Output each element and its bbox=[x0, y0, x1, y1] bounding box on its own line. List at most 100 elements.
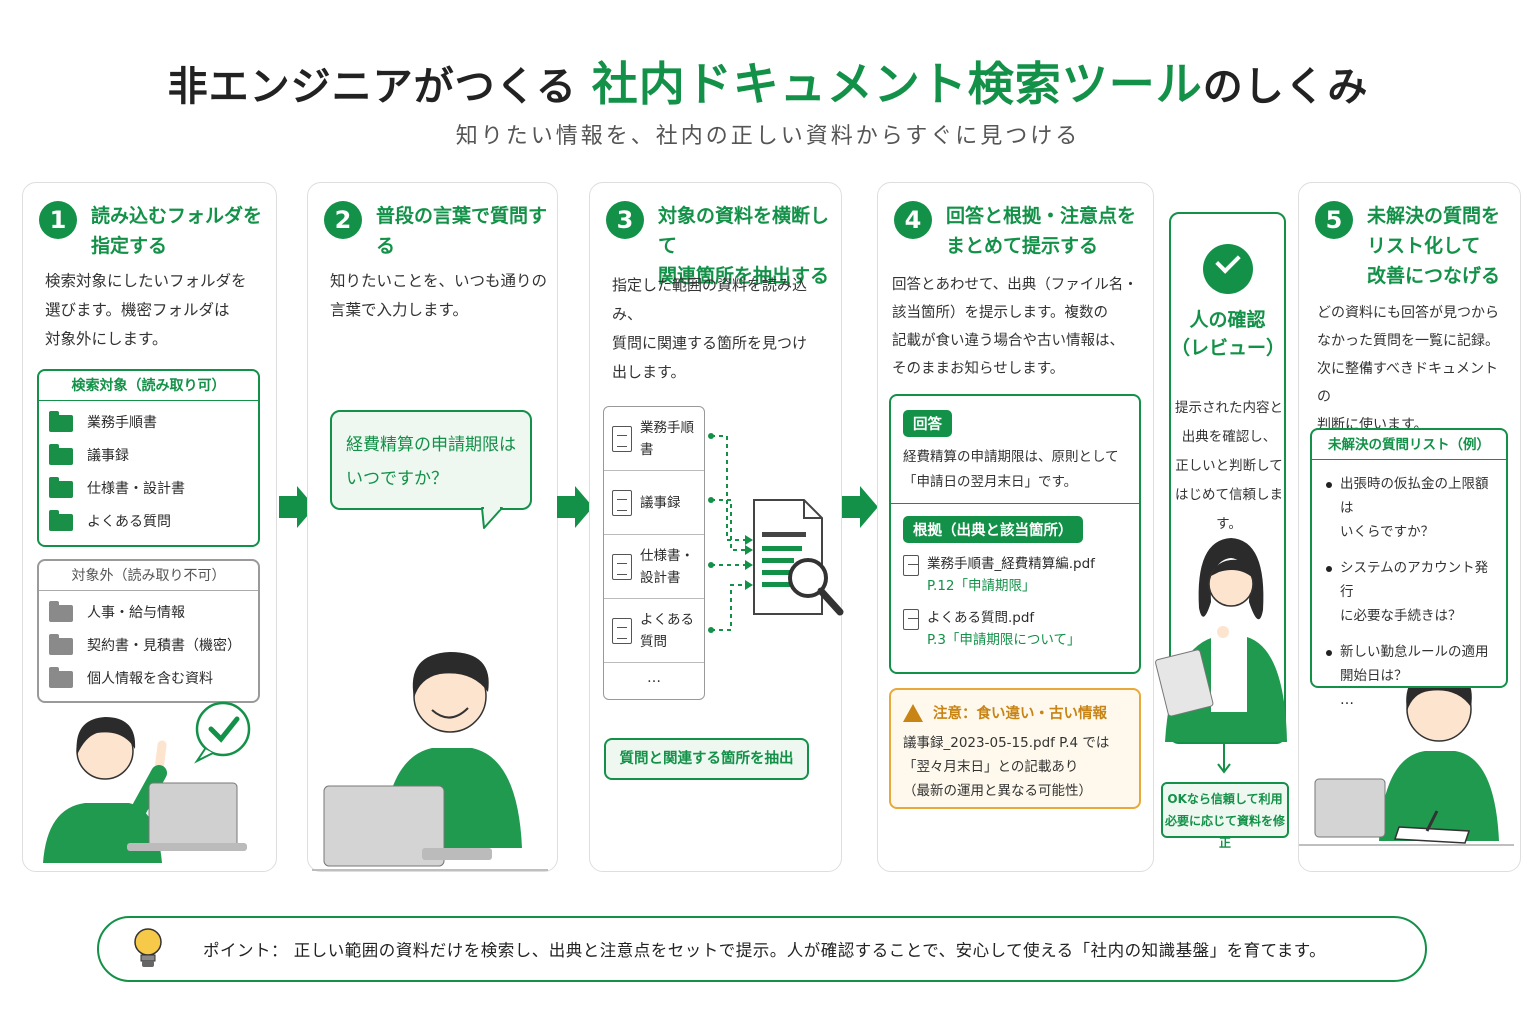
folder-icon bbox=[49, 667, 73, 688]
review-title-line: （レビュー） bbox=[1171, 337, 1286, 359]
step-5-number: 5 bbox=[1315, 201, 1353, 239]
document-icon bbox=[903, 609, 919, 630]
unresolved-list-title: 未解決の質問リスト（例） bbox=[1312, 430, 1506, 460]
step-1-title-line1: 読み込むフォルダを bbox=[91, 205, 263, 227]
step-3-title-line2: 関連箇所を抽出する bbox=[658, 265, 830, 287]
step-3-number: 3 bbox=[606, 201, 644, 239]
key-point-banner: ポイント： 正しい範囲の資料だけを検索し、出典と注意点をセットで提示。人が確認す… bbox=[97, 916, 1427, 982]
person-pointing-illustration bbox=[43, 701, 251, 863]
review-desc-line: 正しいと判断して bbox=[1175, 458, 1283, 474]
document-item[interactable]: よくある質問 bbox=[604, 599, 704, 663]
review-description: 提示された内容と 出典を確認し、 正しいと判断して はじめて信頼します。 bbox=[1173, 394, 1285, 539]
flow-arrow-1-2 bbox=[279, 486, 315, 528]
extraction-connectors bbox=[708, 433, 753, 633]
page-title: 非エンジニアがつくる 社内ドキュメント検索ツールのしくみ bbox=[0, 48, 1536, 114]
folder-icon bbox=[49, 634, 73, 655]
check-circle-icon bbox=[1203, 244, 1253, 294]
step-2-desc-line: 言葉で入力します。 bbox=[330, 301, 468, 319]
folder-item: 契約書・見積書（機密） bbox=[49, 630, 248, 663]
ok-line: 必要に応じて資料を修正 bbox=[1164, 814, 1285, 850]
folder-icon bbox=[49, 444, 73, 465]
step-1-desc-line: 検索対象にしたいフォルダを bbox=[45, 272, 247, 290]
included-folders-box: 検索対象（読み取り可） 業務手順書 議事録 仕様書・設計書 よくある質問 bbox=[37, 369, 260, 547]
document-label: 設計書 bbox=[640, 569, 681, 586]
page-subtitle: 知りたい情報を、社内の正しい資料からすぐに見つける bbox=[455, 124, 1081, 149]
step-5-desc-line: どの資料にも回答が見つから bbox=[1317, 305, 1499, 321]
unresolved-question-item[interactable]: 出張時の仮払金の上限額はいくらですか？ bbox=[1326, 472, 1496, 544]
step-1-desc-line: 選びます。機密フォルダは bbox=[45, 301, 230, 319]
step-5-title: 未解決の質問を リスト化して 改善につなげる bbox=[1367, 201, 1500, 291]
folder-item: 人事・給与情報 bbox=[49, 597, 248, 630]
step-5-title-line1: 未解決の質問を bbox=[1367, 205, 1501, 227]
included-folders-title: 検索対象（読み取り可） bbox=[39, 371, 258, 401]
ok-action-box: OKなら信頼して利用 必要に応じて資料を修正 bbox=[1161, 782, 1289, 850]
folder-icon bbox=[49, 601, 73, 622]
document-item[interactable]: 議事録 bbox=[604, 471, 704, 535]
bubble-tail bbox=[481, 506, 503, 529]
question-text: 出張時の仮払金の上限額は bbox=[1340, 476, 1489, 516]
unresolved-question-item[interactable]: 新しい勤怠ルールの適用開始日は？ bbox=[1326, 640, 1496, 688]
source-page: P.3「申請期限について」 bbox=[927, 632, 1081, 648]
document-label: 質問 bbox=[640, 633, 667, 650]
step-2-number: 2 bbox=[324, 201, 362, 239]
folder-item[interactable]: 業務手順書 bbox=[49, 407, 248, 440]
warning-line: （最新の運用と異なる可能性） bbox=[903, 783, 1092, 799]
folder-label: 議事録 bbox=[87, 448, 129, 464]
step-1-header: 1 読み込むフォルダを 指定する bbox=[39, 201, 268, 261]
step-1-desc-line: 対象外にします。 bbox=[45, 330, 168, 348]
answer-box: 回答 経費精算の申請期限は、原則として 「申請日の翌月末日」です。 根拠（出典と… bbox=[889, 394, 1141, 674]
document-icon bbox=[612, 617, 632, 644]
folder-label: 個人情報を含む資料 bbox=[87, 671, 213, 687]
unresolved-question-item[interactable]: システムのアカウント発行に必要な手続きは？ bbox=[1326, 556, 1496, 628]
warning-title-text: 注意：食い違い・古い情報 bbox=[933, 706, 1107, 722]
source-page: P.12「申請期限」 bbox=[927, 578, 1036, 594]
review-desc-line: はじめて信頼します。 bbox=[1175, 487, 1283, 532]
answer-section: 回答 経費精算の申請期限は、原則として 「申請日の翌月末日」です。 bbox=[891, 396, 1139, 504]
warning-icon bbox=[903, 703, 923, 722]
step-5-desc-line: 次に整備すべきドキュメントの bbox=[1317, 361, 1499, 405]
human-review-box: 人の確認 （レビュー） 提示された内容と 出典を確認し、 正しいと判断して はじ… bbox=[1155, 212, 1287, 744]
document-icon bbox=[612, 425, 632, 452]
warning-box: 注意：食い違い・古い情報 議事録_2023-05-15.pdf P.4 では 「… bbox=[889, 688, 1141, 809]
folder-item[interactable]: 議事録 bbox=[49, 440, 248, 473]
folder-label: 仕様書・設計書 bbox=[87, 481, 185, 497]
review-down-arrow bbox=[1217, 744, 1231, 774]
document-item[interactable]: 仕様書・設計書 bbox=[604, 535, 704, 599]
source-file: よくある質問.pdf bbox=[927, 610, 1035, 626]
step-5-title-line2: リスト化して bbox=[1367, 235, 1481, 257]
question-text: いくらですか？ bbox=[1340, 524, 1435, 540]
answer-line: 「申請日の翌月末日」です。 bbox=[903, 474, 1078, 490]
step-1-title: 読み込むフォルダを 指定する bbox=[91, 201, 262, 261]
flow-arrow-2-3 bbox=[557, 486, 593, 528]
step-4-title: 回答と根拠・注意点を まとめて提示する bbox=[946, 201, 1136, 261]
review-title-line: 人の確認 bbox=[1189, 309, 1266, 331]
step-4-desc-line: 該当箇所）を提示します。複数の bbox=[892, 305, 1109, 321]
step-4-title-line1: 回答と根拠・注意点を bbox=[946, 205, 1137, 227]
step-3-title-line1: 対象の資料を横断して bbox=[658, 205, 830, 257]
folder-item[interactable]: よくある質問 bbox=[49, 506, 248, 539]
excluded-folders-box: 対象外（読み取り不可） 人事・給与情報 契約書・見積書（機密） 個人情報を含む資… bbox=[37, 559, 260, 703]
folder-icon bbox=[49, 477, 73, 498]
step-5-title-line3: 改善につなげる bbox=[1367, 265, 1501, 287]
ok-line: OKなら信頼して利用 bbox=[1167, 792, 1283, 806]
step-2-desc-line: 知りたいことを、いつも通りの bbox=[330, 272, 548, 290]
folder-icon bbox=[49, 411, 73, 432]
document-icon bbox=[612, 553, 632, 580]
step-1-description: 検索対象にしたいフォルダを 選びます。機密フォルダは 対象外にします。 bbox=[45, 267, 266, 354]
step-4-number: 4 bbox=[894, 201, 932, 239]
unresolved-questions-box: 未解決の質問リスト（例） 出張時の仮払金の上限額はいくらですか？ システムのアカ… bbox=[1310, 428, 1508, 708]
step-4-description: 回答とあわせて、出典（ファイル名・ 該当箇所）を提示します。複数の 記載が食い違… bbox=[892, 271, 1143, 383]
review-desc-line: 提示された内容と bbox=[1175, 400, 1283, 416]
folder-label: 契約書・見積書（機密） bbox=[87, 638, 241, 654]
reviewer-illustration bbox=[1155, 538, 1287, 742]
question-bubble: 経費精算の申請期限は いつですか？ bbox=[330, 410, 532, 510]
step-4-desc-line: そのままお知らせします。 bbox=[892, 361, 1065, 377]
search-document-icon bbox=[753, 499, 844, 616]
folder-item[interactable]: 仕様書・設計書 bbox=[49, 473, 248, 506]
document-label: よくある bbox=[640, 611, 694, 628]
step-2-description: 知りたいことを、いつも通りの 言葉で入力します。 bbox=[330, 267, 547, 325]
warning-line: 「翌々月末日」との記載あり bbox=[903, 759, 1079, 775]
document-item[interactable]: 業務手順書 bbox=[604, 407, 704, 471]
